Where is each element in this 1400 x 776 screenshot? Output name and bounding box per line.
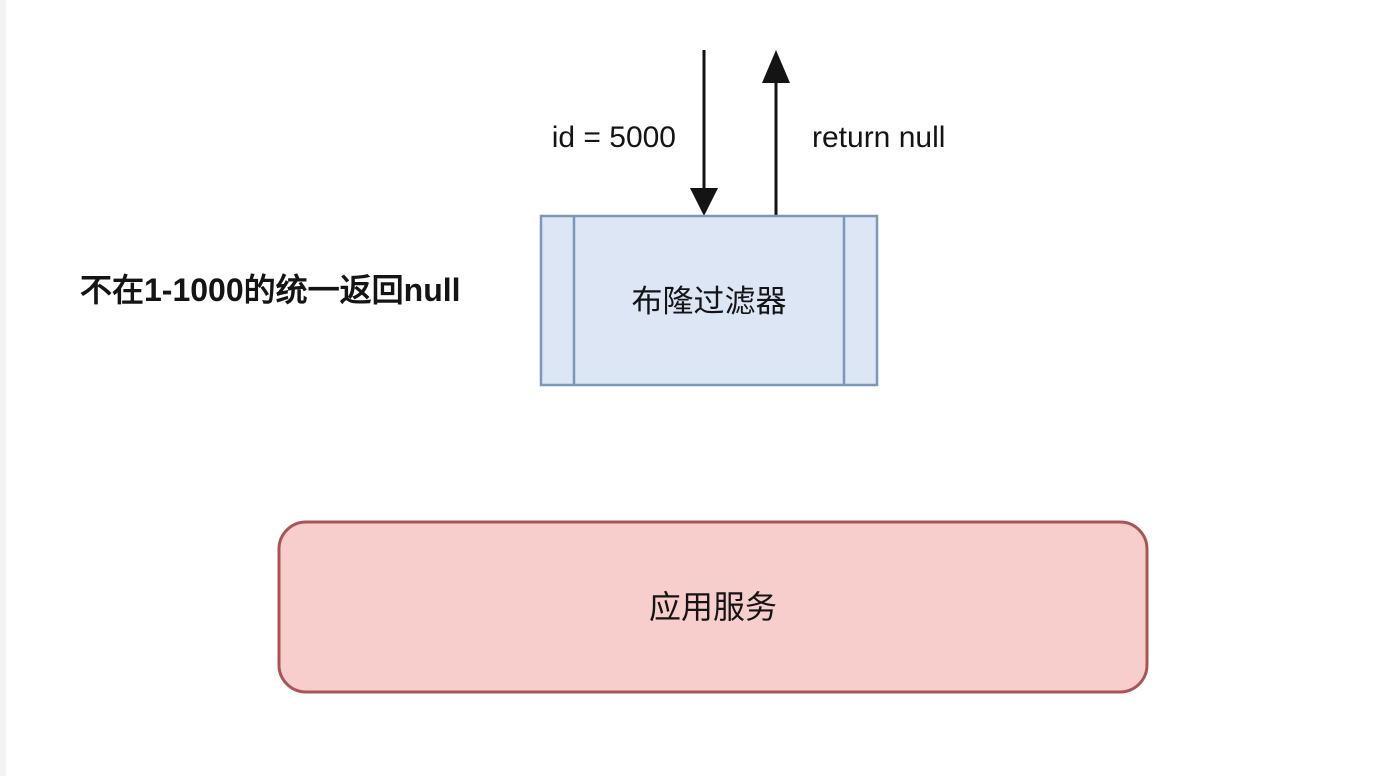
page-left-edge xyxy=(0,0,6,776)
request-arrowhead-icon xyxy=(690,188,718,216)
filter-box: 布隆过滤器 xyxy=(539,214,879,387)
response-arrow xyxy=(762,50,790,216)
filter-box-label: 布隆过滤器 xyxy=(632,284,787,319)
service-box-label: 应用服务 xyxy=(649,589,777,625)
service-box-rect xyxy=(277,520,1149,694)
filter-box-rect xyxy=(539,214,879,387)
request-label: id = 5000 xyxy=(552,121,676,154)
annotation-label: 不在1-1000的统一返回null xyxy=(80,272,461,308)
request-arrow xyxy=(690,50,718,216)
service-box: 应用服务 xyxy=(277,520,1149,694)
response-arrowhead-icon xyxy=(762,50,790,83)
response-label: return null xyxy=(812,121,945,154)
